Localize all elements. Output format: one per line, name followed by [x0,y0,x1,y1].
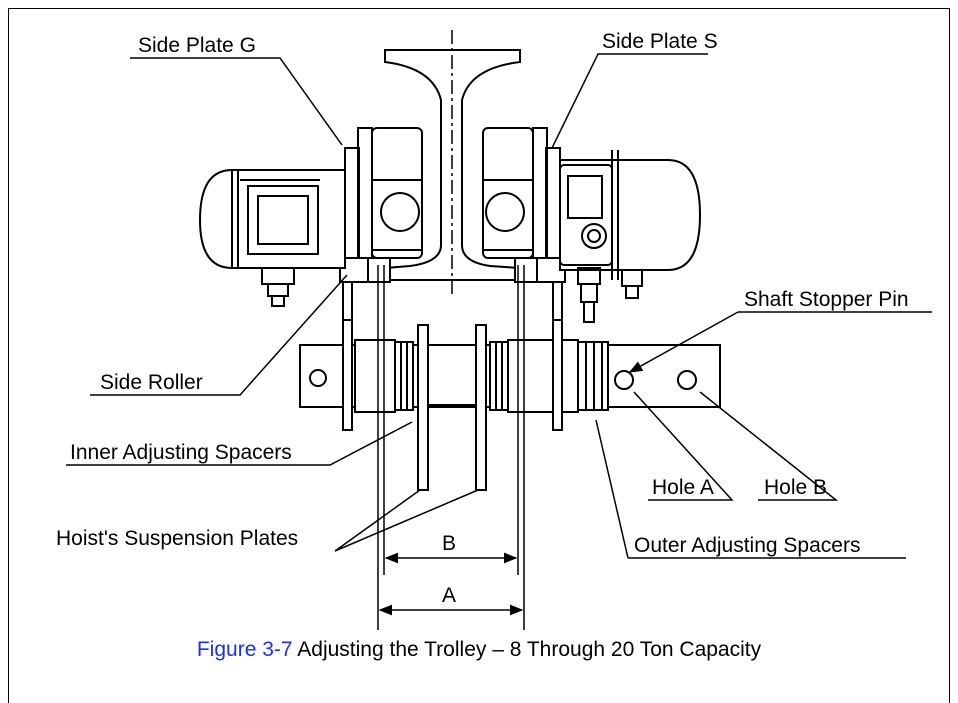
figure-caption-text: Adjusting the Trolley – 8 Through 20 Ton… [297,638,762,661]
right-motor [559,150,702,323]
label-hoists-suspension-plates: Hoist's Suspension Plates [56,527,298,550]
i-beam [384,30,521,295]
label-side-plate-g: Side Plate G [138,34,256,57]
label-side-plate-s: Side Plate S [602,30,718,53]
dimension-lines [377,265,525,630]
figure-frame [8,8,950,703]
label-hole-a: Hole A [652,476,714,499]
label-dim-b: B [442,532,456,555]
leader-lines [66,53,932,559]
left-wheel-assembly [338,127,423,336]
label-shaft-stopper-pin: Shaft Stopper Pin [744,288,909,311]
shaft [299,319,721,431]
figure-number: Figure 3-7 [196,638,293,661]
left-motor [198,169,346,307]
label-dim-a: A [442,584,456,607]
label-hole-b: Hole B [764,476,827,499]
label-outer-adjusting-spacers: Outer Adjusting Spacers [634,534,860,557]
suspension-plates [417,324,487,491]
label-inner-adjusting-spacers: Inner Adjusting Spacers [70,441,292,464]
label-side-roller: Side Roller [100,371,203,394]
figure-caption: Figure 3-7 Adjusting the Trolley – 8 Thr… [0,638,958,662]
